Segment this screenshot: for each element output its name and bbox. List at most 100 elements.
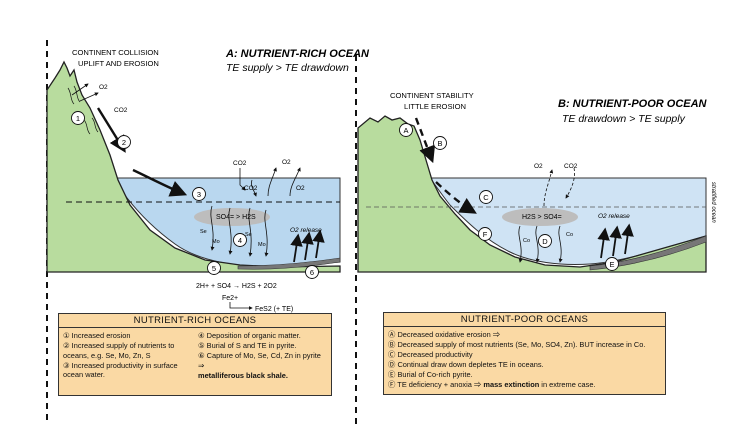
panel-a-o2-up-arrow-1 (267, 167, 277, 197)
panel-b-co2-label: CO2 (564, 163, 578, 170)
panel-b-marker-f: F (478, 227, 492, 241)
panel-a-sediment (237, 257, 341, 270)
legend-item: Ⓓ Continual draw down depletes TE in oce… (388, 360, 544, 370)
panel-a-marker-3: 3 (192, 187, 206, 201)
panel-b-marker-d: D (538, 234, 552, 248)
panel-a-o2-release-label: O2 release (290, 227, 322, 234)
panel-b-marker-a: A (399, 123, 413, 137)
panel-a-wavy-arrow-se (210, 205, 215, 251)
legend-item: Ⓔ Burial of Co-rich pyrite. (388, 370, 473, 380)
panel-a-o2-label: O2 (99, 84, 108, 91)
panel-b-organic-blob (502, 208, 578, 226)
panel-a-co2-surface-label-2: CO2 (244, 185, 258, 192)
panel-b: B: NUTRIENT-POOR OCEAN TE drawdown > TE … (357, 91, 716, 273)
legend-item: ④ Deposition of organic matter. (198, 331, 301, 341)
panel-b-o2-release-arrow-1 (597, 227, 610, 259)
panel-b-continent (357, 115, 707, 273)
panel-a-sulfate-label: SO4= > H2S (216, 214, 256, 221)
legend-item: Ⓒ Decreased productivity (388, 350, 473, 360)
panel-a-mo-label-2: Mo (258, 242, 266, 248)
svg-text:4: 4 (238, 236, 242, 245)
panel-b-marker-c: C (479, 190, 493, 204)
legend-nutrient-poor-heading: NUTRIENT-POOR OCEANS (384, 313, 665, 328)
panel-a-mo-label-1: Mo (212, 239, 220, 245)
legend-item: ⑥ Capture of Mo, Se, Cd, Zn in pyrite ⇒ (198, 351, 321, 370)
legend-item: Ⓐ Decreased oxidative erosion ⇒ (388, 330, 501, 340)
reaction-arrow (229, 302, 253, 310)
svg-text:2: 2 (122, 138, 126, 147)
panel-a-co2-surface-arrow-1 (239, 168, 246, 191)
panel-b-o2-release-arrow-3 (621, 223, 634, 255)
panel-a-marker-6: 6 (305, 265, 319, 279)
legend-nutrient-rich-heading: NUTRIENT-RICH OCEANS (59, 314, 331, 329)
panel-b-marker-b: B (433, 136, 447, 150)
panel-a-co2-surface-arrow-2 (251, 179, 257, 197)
panel-a-wavy-arrow-mo (248, 207, 253, 257)
stratified-ocean-label: stratified ocean (710, 182, 716, 223)
stability-label-line2: LITTLE EROSION (404, 102, 466, 111)
svg-text:5: 5 (212, 264, 216, 273)
panel-b-co2-down-arrow (565, 167, 575, 199)
svg-text:C: C (483, 193, 489, 202)
reaction-line1: 2H+ + SO4 → H2S + 2O2 (196, 283, 277, 290)
legend-item-bold: metalliferous black shale. (198, 370, 288, 380)
legend-nutrient-rich-col1: ① Increased erosion ② Increased supply o… (63, 331, 192, 380)
panel-a-title-line2: TE supply > TE drawdown (226, 62, 349, 74)
panel-a-o2-surface-label-1: O2 (282, 159, 291, 166)
legend-nutrient-rich: NUTRIENT-RICH OCEANS ① Increased erosion… (58, 313, 332, 396)
panel-a-marker-1: 1 (71, 111, 85, 125)
panel-a-co2-label: CO2 (114, 107, 128, 114)
svg-text:B: B (437, 139, 442, 148)
panel-b-marker-e: E (605, 257, 619, 271)
reaction-line2: Fe2+ (222, 295, 238, 302)
panel-a-o2-arrow (71, 83, 89, 96)
panel-b-co-label-1: Co (523, 238, 530, 244)
legend-item: ③ Increased productivity in surface ocea… (63, 360, 178, 380)
panel-a-o2-release-arrow-2 (301, 231, 314, 261)
panel-b-title-line1: B: NUTRIENT-POOR OCEAN (558, 98, 708, 110)
panel-a-weathering-arrows (67, 85, 99, 135)
stability-label-line1: CONTINENT STABILITY (390, 91, 474, 100)
panel-a-title-line1: A: NUTRIENT-RICH OCEAN (225, 48, 370, 60)
panel-b-runoff-arrow (435, 181, 477, 214)
panel-b-title-line2: TE drawdown > TE supply (562, 113, 686, 125)
svg-text:1: 1 (76, 114, 80, 123)
legend-item: Ⓑ Decreased supply of most nutrients (Se… (388, 340, 646, 350)
svg-text:6: 6 (310, 268, 314, 277)
panel-a-o2-release-arrow-3 (312, 229, 325, 259)
panel-a: A: NUTRIENT-RICH OCEAN TE supply > TE dr… (46, 48, 370, 313)
svg-text:3: 3 (197, 190, 201, 199)
panel-b-co-label-2: Co (566, 232, 573, 238)
panel-a-o2-release-arrow-1 (290, 233, 303, 263)
panel-a-se-label-1: Se (200, 229, 207, 235)
svg-text:D: D (542, 237, 548, 246)
panel-a-runoff-arrow (132, 168, 188, 197)
panel-a-co2-surface-label-1: CO2 (233, 160, 247, 167)
panel-b-o2-label: O2 (534, 163, 543, 170)
panel-a-se-label-2: Se (245, 232, 252, 238)
legend-item-tail: in extreme case. (539, 379, 596, 389)
panel-a-o2-up-arrow-2 (289, 167, 301, 197)
svg-text:E: E (609, 260, 614, 269)
panel-b-erosion-arrow (414, 117, 436, 164)
legend-nutrient-rich-col2: ④ Deposition of organic matter. ⑤ Burial… (192, 331, 327, 380)
panel-b-sulfate-label: H2S > SO4= (522, 214, 562, 221)
orogeny-label-line2: UPLIFT AND EROSION (78, 59, 159, 68)
svg-text:A: A (403, 126, 408, 135)
panel-b-wavy-arrow-1 (518, 225, 523, 263)
panel-a-marker-4: 4 (233, 233, 247, 247)
svg-text:F: F (483, 230, 488, 239)
legend-item-bold: mass extinction (483, 379, 540, 389)
panel-b-wavy-arrow-2 (535, 225, 540, 263)
legend-item: ② Increased supply of nutrients to ocean… (63, 341, 175, 360)
legend-item: ① Increased erosion (63, 331, 131, 341)
legend-nutrient-poor: NUTRIENT-POOR OCEANS Ⓐ Decreased oxidati… (383, 312, 666, 395)
panel-a-wavy-arrow-mid (228, 207, 233, 255)
orogeny-label-line1: CONTINENT COLLISION (72, 48, 159, 57)
panel-a-marker-2: 2 (117, 135, 131, 149)
panel-b-o2-release-label: O2 release (598, 213, 630, 220)
reaction-line3: FeS2 (+ TE) (255, 306, 293, 313)
panel-a-marker-5: 5 (207, 261, 221, 275)
panel-b-o2-up-arrow (543, 169, 554, 207)
